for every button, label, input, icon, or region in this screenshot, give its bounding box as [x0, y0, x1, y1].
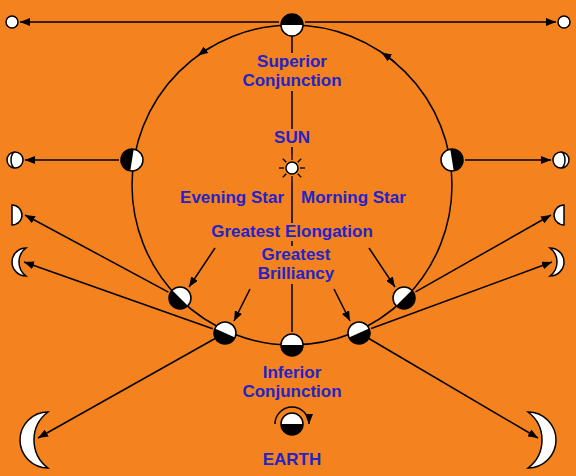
- conjunction-label: Superior Conjunction: [230, 53, 354, 90]
- sun-label: SUN: [272, 129, 312, 148]
- venus-planet: [210, 318, 239, 347]
- phase-label: Morning Star: [299, 189, 408, 208]
- earth-label: EARTH: [261, 451, 324, 470]
- earth-planet: [281, 413, 303, 435]
- venus-planet: [281, 334, 303, 356]
- phase-label: Evening Star: [178, 189, 286, 208]
- rotation-arrow: [275, 407, 309, 424]
- venus-planet: [344, 318, 373, 347]
- venus-planet: [439, 147, 464, 172]
- orbit-direction-arrow: [382, 52, 396, 62]
- brilliancy-label: Greatest Brilliancy: [242, 246, 350, 283]
- phase-icons: [6, 16, 570, 468]
- venus-planet: [119, 147, 144, 172]
- orbit-direction-arrow: [198, 46, 212, 55]
- conjunction-label: Inferior Conjunction: [230, 364, 354, 401]
- elongation-label: Greatest Elongation: [209, 223, 375, 242]
- sight-lines: [20, 22, 556, 438]
- orbit-circle: [132, 25, 452, 345]
- venus-planet: [388, 282, 419, 313]
- venus-planet: [164, 282, 195, 313]
- venus-planet: [281, 14, 303, 36]
- sun-symbol: [279, 155, 305, 181]
